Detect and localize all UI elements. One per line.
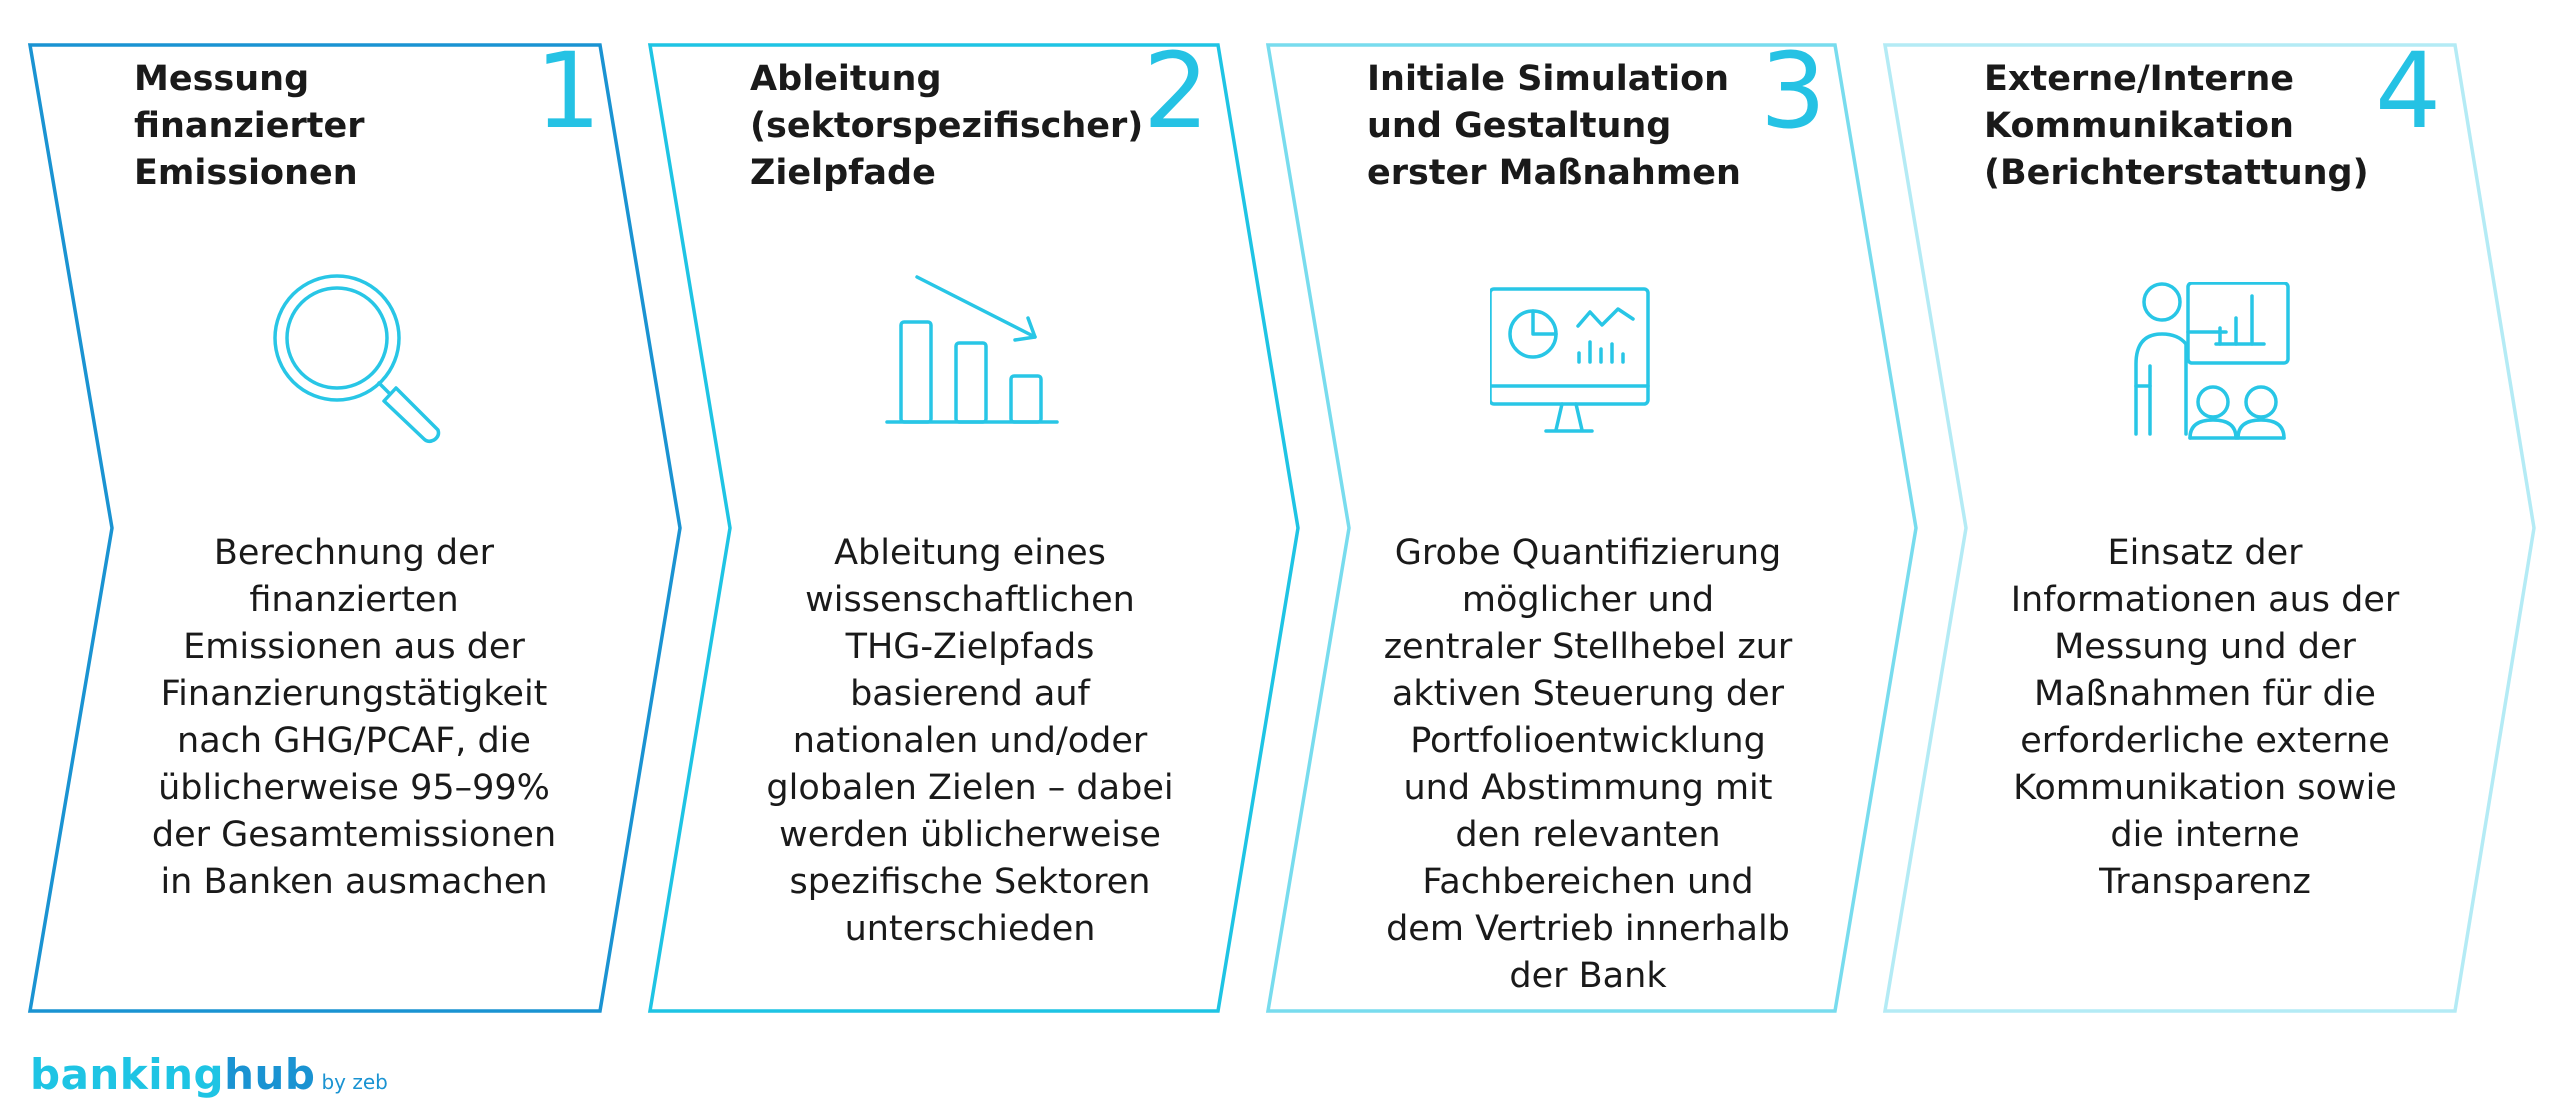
- step-3-title: Initiale Simulation und Gestaltung erste…: [1367, 59, 1741, 193]
- step-4-title: Externe/Interne Kommunikation (Berichter…: [1984, 59, 2369, 193]
- step-3-number: 3: [1760, 30, 1827, 152]
- monitor-dashboard-icon: [1490, 287, 1650, 433]
- logo-part-hub: hub: [224, 1050, 316, 1099]
- step-4-number: 4: [2375, 30, 2442, 152]
- step-2-title: Ableitung (sektorspezifischer) Zielpfade: [750, 59, 1144, 193]
- step-1-number: 1: [535, 30, 602, 152]
- chevron-step-1: [27, 43, 682, 1013]
- chevron-step-4: [1882, 43, 2536, 1013]
- chevron-step-3: [1265, 43, 1918, 1013]
- step-2-number: 2: [1143, 30, 1210, 152]
- presentation-audience-icon: [2134, 282, 2290, 440]
- step-4-description: Einsatz der Informationen aus der Messun…: [2010, 533, 2400, 902]
- declining-bar-chart-icon: [885, 275, 1059, 424]
- logo-part-banking: banking: [30, 1050, 225, 1099]
- logo-suffix: by zeb: [321, 1070, 388, 1094]
- chevron-step-2: [647, 43, 1300, 1013]
- step-2-description: Ableitung eines wissenschaftlichen THG-Z…: [766, 533, 1174, 949]
- step-1-description: Berechnung der finanzierten Emissionen a…: [151, 533, 557, 902]
- step-1-title: Messung finanzierter Emissionen: [134, 59, 365, 193]
- step-3-description: Grobe Quantifizierung möglicher und zent…: [1383, 533, 1793, 996]
- magnifier-icon: [273, 274, 441, 444]
